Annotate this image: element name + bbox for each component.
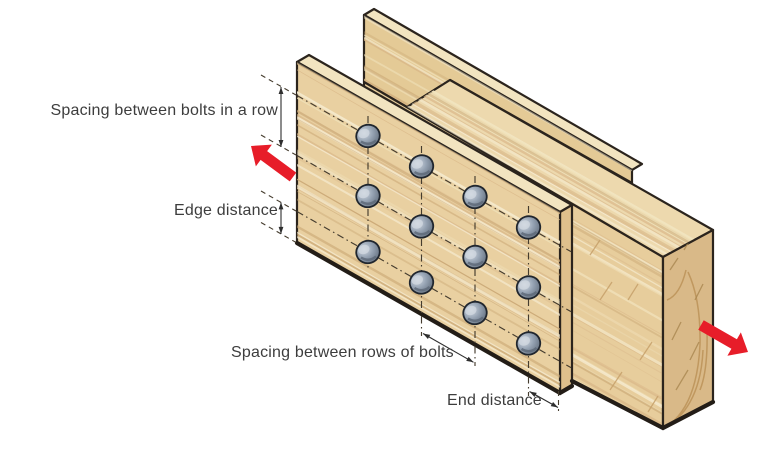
bolt-head-icon [355,123,381,149]
bolt-head-icon [515,331,542,356]
label-spacing-between-rows-of-bolts: Spacing between rows of bolts [231,344,454,361]
bolt-head-icon [408,270,435,295]
front-plank-side-face [558,203,574,395]
dim-spacing-between-rows [422,333,474,363]
dim-end-distance [529,391,559,408]
dimension-extension-lines [260,74,560,411]
bolt-head-icon [462,244,488,270]
right-force-arrow-icon [698,320,748,356]
bolt-grid [355,123,542,356]
bolt-head-icon [408,154,435,179]
bolt-head-icon [462,300,488,326]
bolt-head-icon [408,214,435,239]
beam-front-scratches [589,239,659,413]
label-end-distance: End distance [447,392,542,409]
bolt-head-icon [355,183,381,209]
dim-edge-distance [278,202,284,234]
bottom-shadow-edge [294,240,716,431]
bolt-head-icon [462,184,488,210]
left-force-arrow-icon [251,144,297,182]
bolt-head-icon [515,215,542,240]
end-grain-texture [666,235,708,425]
bolt-head-icon [355,239,381,265]
bolt-head-icon [515,275,542,300]
label-edge-distance: Edge distance [173,202,278,219]
dim-spacing-between-bolts-in-row [278,87,284,147]
label-spacing-between-bolts-in-row: Spacing between bolts in a row [50,102,278,119]
